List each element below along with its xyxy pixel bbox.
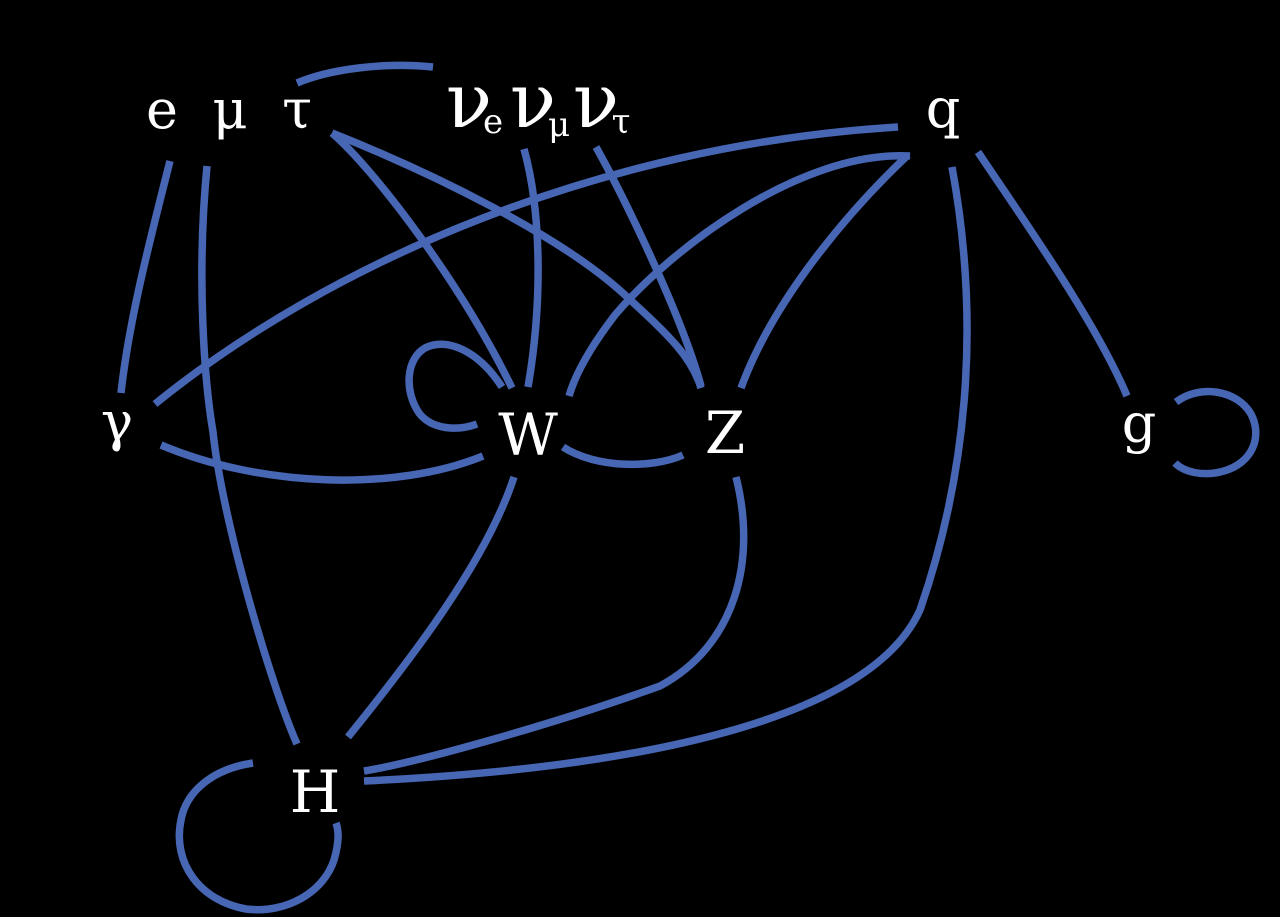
node-photon: γ [101, 390, 133, 453]
node-tau: τ [282, 78, 312, 141]
edge-quark-photon [152, 123, 899, 407]
node-nu-e: ν [446, 56, 492, 145]
edges [117, 61, 1260, 914]
node-labels: e μ τ ν e ν μ ν τ q γ W Z g H [101, 56, 1156, 826]
edge-w-higgs [345, 475, 518, 740]
node-higgs: H [290, 758, 341, 826]
edge-quark-w [565, 152, 911, 398]
edge-photon-w [159, 441, 485, 484]
node-quark: q [926, 77, 961, 140]
edge-leptons-photon [117, 160, 174, 394]
edge-leptons-higgs [198, 165, 301, 746]
edge-higgs-self-loop [175, 759, 342, 914]
edge-w-self-loop [405, 340, 506, 432]
edge-leptons-z [330, 129, 705, 390]
node-w-boson: W [498, 401, 558, 469]
edge-gluon-self-loop [1172, 387, 1260, 478]
edge-leptons-neutrinos [295, 61, 434, 87]
node-nu-tau-sub: τ [612, 102, 631, 142]
node-z-boson: Z [705, 399, 745, 467]
node-nu-e-sub: e [483, 102, 503, 142]
edge-quark-z [737, 152, 911, 390]
node-muon: μ [212, 78, 247, 141]
node-nu-tau: ν [573, 56, 619, 145]
edge-w-z [560, 443, 685, 469]
edge-quark-gluon [974, 149, 1131, 398]
node-electron: e [146, 78, 178, 141]
edge-neutrinos-w [520, 147, 542, 388]
edge-neutrinos-z [592, 145, 705, 387]
node-gluon: g [1122, 392, 1157, 455]
node-nu-mu: ν [510, 56, 556, 145]
edge-leptons-w [329, 130, 516, 390]
node-nu-mu-sub: μ [548, 105, 570, 145]
edge-quark-higgs [363, 166, 971, 785]
edge-z-higgs [363, 476, 748, 775]
